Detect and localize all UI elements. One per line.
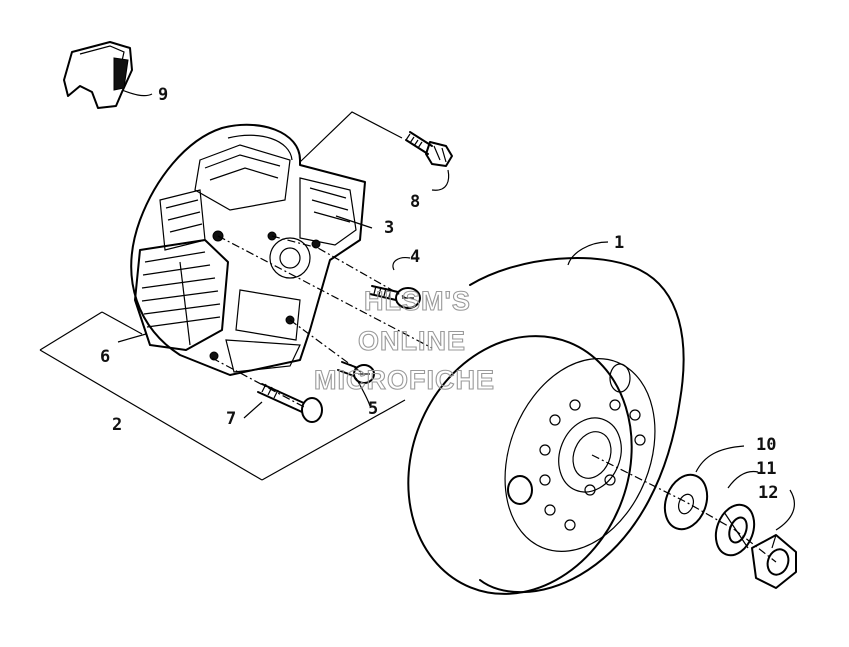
assembly-outline-2 (39, 111, 406, 481)
callout-9: 9 (158, 85, 168, 105)
watermark-line-3: MICROFICHE (314, 365, 495, 395)
part-3-stator-housing (130, 123, 366, 376)
part-12-nut (751, 534, 797, 589)
callout-12: 12 (758, 483, 778, 503)
callout-1: 1 (614, 233, 624, 253)
callout-3: 3 (384, 218, 394, 238)
watermark-line-2: ONLINE (358, 326, 466, 356)
alignment-lines (211, 235, 777, 563)
callout-10: 10 (756, 435, 776, 455)
callout-2: 2 (112, 415, 122, 435)
part-5-screw (337, 361, 375, 384)
watermark: HLSM'S ONLINE MICROFICHE (313, 285, 495, 395)
part-6-coil (134, 239, 229, 351)
part-7-bolt (257, 383, 323, 423)
watermark-line-1: HLSM'S (364, 286, 471, 316)
callout-6: 6 (100, 347, 110, 367)
callouts: 1 2 3 4 5 6 7 8 9 10 11 12 (100, 85, 778, 503)
part-10-washer (663, 473, 709, 531)
part-8-flange-bolt (405, 131, 453, 167)
part-4-screw (369, 285, 421, 309)
leader-lines (117, 89, 795, 531)
callout-5: 5 (368, 399, 378, 419)
part-9-grommet (63, 41, 133, 109)
part-1-flywheel (407, 257, 685, 595)
callout-4: 4 (410, 247, 420, 267)
callout-8: 8 (410, 192, 420, 212)
callout-11: 11 (756, 459, 776, 479)
callout-7: 7 (226, 409, 236, 429)
